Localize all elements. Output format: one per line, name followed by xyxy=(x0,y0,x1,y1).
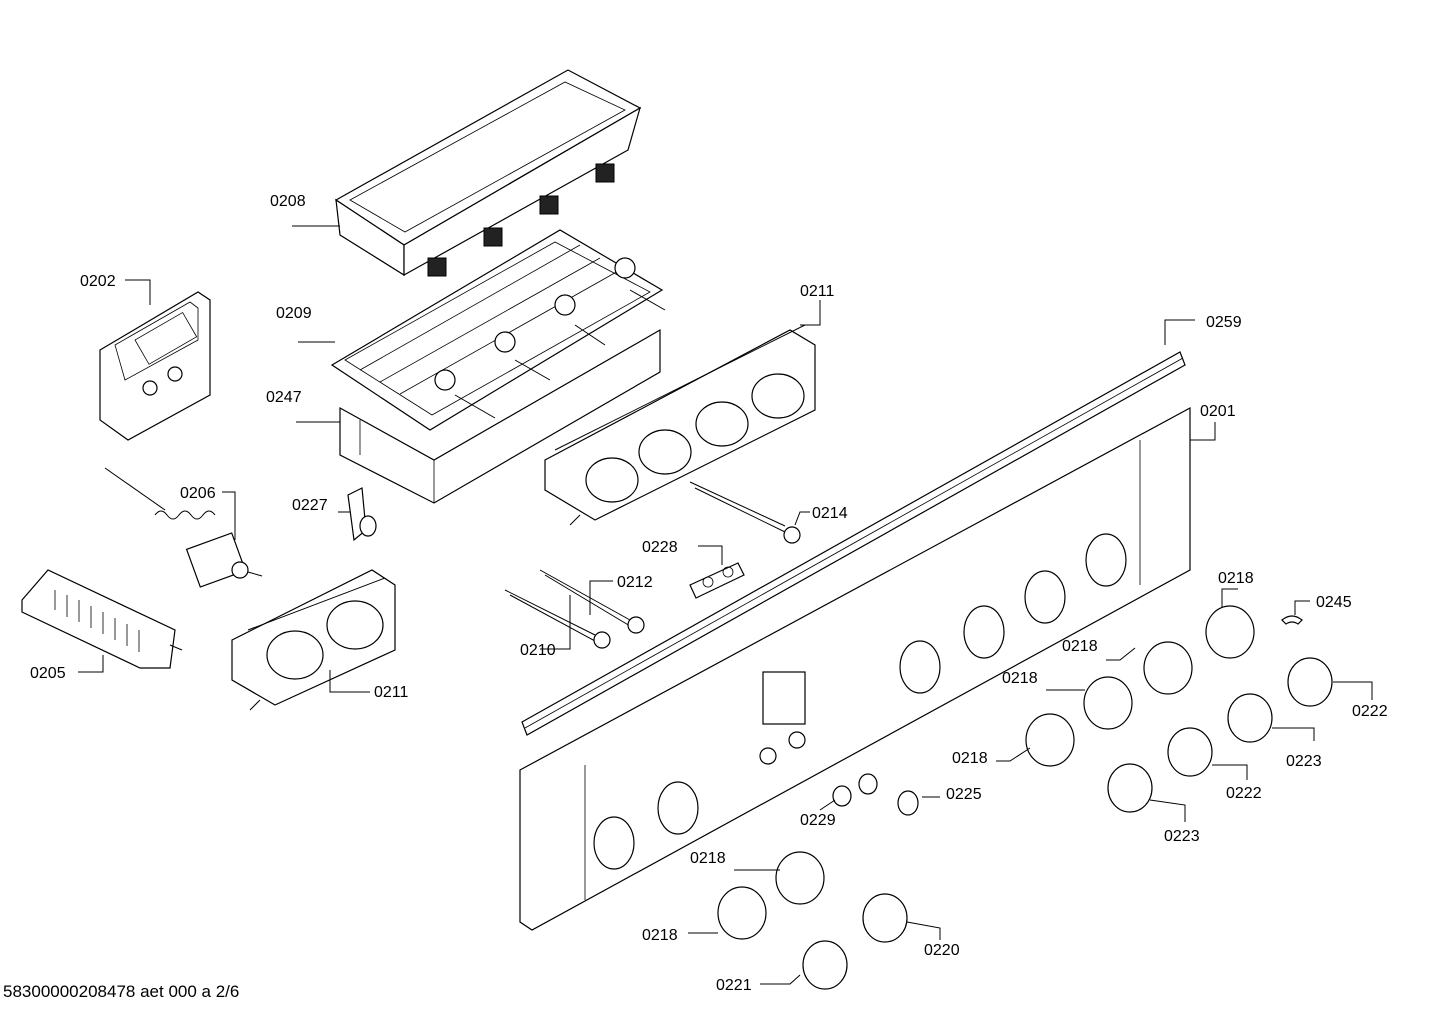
part-0259-trim-strip xyxy=(521,351,1186,736)
label-0210: 0210 xyxy=(520,642,556,659)
leader-lines xyxy=(78,225,1373,985)
part-0247-tray xyxy=(339,328,661,504)
label-0218-d: 0218 xyxy=(952,750,988,767)
part-0218-sleeves xyxy=(717,605,1255,940)
label-0218-c: 0218 xyxy=(1002,670,1038,687)
label-0228: 0228 xyxy=(642,539,678,556)
part-0211-holder-left xyxy=(231,569,396,711)
label-0218-e: 0218 xyxy=(690,850,726,867)
part-0212-lamp xyxy=(539,569,645,634)
part-0208-cover xyxy=(334,69,642,277)
part-0201-control-panel xyxy=(519,406,1191,931)
part-0214-lamp xyxy=(689,481,801,544)
label-0223-b: 0223 xyxy=(1164,828,1200,845)
part-0210-lamp xyxy=(504,589,611,649)
part-0245-clip xyxy=(1281,615,1303,625)
label-0221: 0221 xyxy=(716,977,752,994)
part-0228-bracket xyxy=(689,562,745,599)
label-0202: 0202 xyxy=(80,273,116,290)
label-0223-a: 0223 xyxy=(1286,753,1322,770)
part-0206-thermostat xyxy=(104,467,263,588)
label-0218-b: 0218 xyxy=(1062,638,1098,655)
label-0227: 0227 xyxy=(292,497,328,514)
part-0227-clip xyxy=(347,487,377,542)
label-0229: 0229 xyxy=(800,812,836,829)
part-0211-holder-right xyxy=(544,324,816,526)
label-0247: 0247 xyxy=(266,389,302,406)
label-0259: 0259 xyxy=(1206,314,1242,331)
label-0206: 0206 xyxy=(180,485,216,502)
label-0211-top: 0211 xyxy=(800,283,835,300)
part-knobs xyxy=(802,657,1333,990)
drawing-code: 58300000208478 aet 000 a 2/6 xyxy=(3,982,240,1001)
callout-labels: 0208 0202 0209 0247 0211 0259 0201 0206 … xyxy=(30,193,1388,994)
label-0220: 0220 xyxy=(924,942,960,959)
label-0222-a: 0222 xyxy=(1352,703,1388,720)
label-0212: 0212 xyxy=(617,574,653,591)
label-0208: 0208 xyxy=(270,193,306,210)
label-0209: 0209 xyxy=(276,305,312,322)
part-0225-0229-buttons xyxy=(832,773,919,816)
label-0214: 0214 xyxy=(812,505,848,522)
part-0209-terminal-block xyxy=(330,229,666,431)
label-0218-a: 0218 xyxy=(1218,570,1254,587)
label-0211-bottom: 0211 xyxy=(374,684,409,701)
label-0201: 0201 xyxy=(1200,403,1236,420)
label-0218-f: 0218 xyxy=(642,927,678,944)
label-0205: 0205 xyxy=(30,665,66,682)
label-0245: 0245 xyxy=(1316,594,1352,611)
label-0225: 0225 xyxy=(946,786,982,803)
part-0202-module xyxy=(99,291,211,441)
part-0205-selector-switch xyxy=(21,569,183,669)
label-0222-b: 0222 xyxy=(1226,785,1262,802)
